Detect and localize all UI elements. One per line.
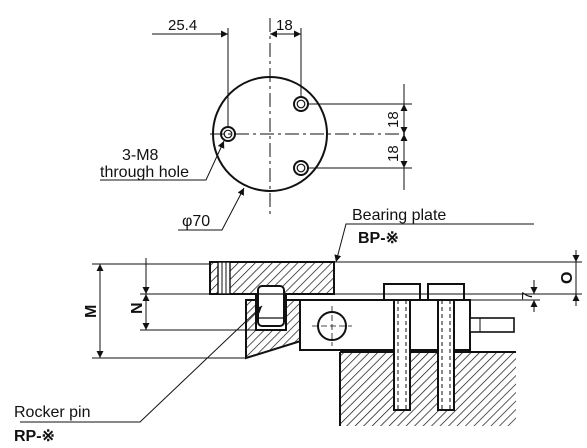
hole-leader-line [100, 140, 225, 181]
dim-25-4: 25.4 [168, 17, 197, 34]
rocker-pin-label: Rocker pin [14, 404, 90, 421]
bolt-right [427, 283, 465, 411]
dim-18-horizontal: 18 [276, 17, 293, 34]
hole-left [220, 126, 236, 142]
top-view: 25.4 18 18 18 3-M8 through hole φ70 [100, 17, 412, 231]
hole-lower-right [293, 160, 309, 176]
hole-upper-right [293, 96, 309, 112]
dim-7: 7 [519, 292, 536, 300]
bearing-plate-label: Bearing plate [352, 207, 446, 224]
diameter-leader-line [178, 187, 245, 231]
bearing-plate-code: BP-※ [358, 230, 399, 247]
hole-note-line1: 3-M8 [122, 147, 159, 164]
cable [469, 317, 515, 333]
bearing-plate-leader [334, 223, 534, 263]
diameter-label: φ70 [182, 213, 210, 230]
foundation-block [340, 352, 516, 426]
dim-18-lower: 18 [385, 145, 402, 162]
side-view: M N O 7 Bearing plate BP-※ Rocker pin RP… [14, 207, 582, 445]
hole-note-line2: through hole [100, 164, 189, 181]
dim-M: M [83, 305, 100, 318]
rocker-pin-code: RP-※ [14, 428, 55, 445]
dim-N: N [129, 302, 146, 314]
dim-O: O [559, 272, 576, 284]
bolt-left [383, 283, 421, 411]
rocker-pin-leader [20, 305, 263, 423]
dim-18-upper: 18 [385, 111, 402, 128]
base-plate-circle [212, 76, 328, 192]
